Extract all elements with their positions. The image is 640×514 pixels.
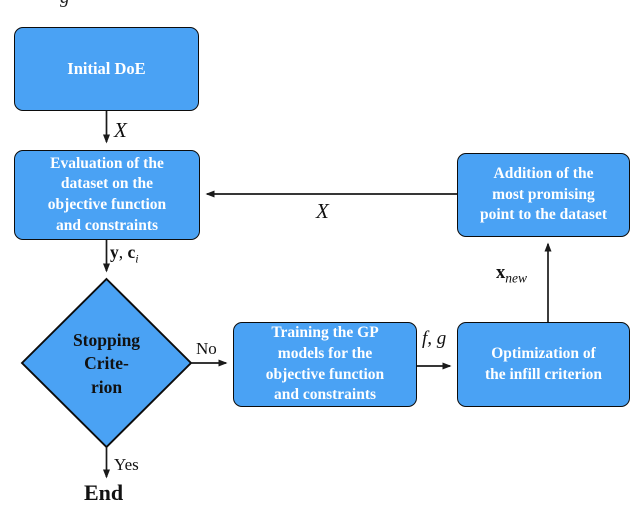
node-label-line: Stopping — [72, 330, 141, 351]
math-x: x — [496, 263, 506, 283]
node-label: Initial DoE — [67, 59, 146, 79]
node-stopping-criterion-label: Stopping Crite- rion — [46, 320, 167, 408]
node-label-line: objective function — [47, 196, 167, 213]
math-sub-i: i — [135, 251, 139, 266]
math-comma: , — [118, 242, 128, 262]
node-label-line: Optimization of — [491, 344, 596, 362]
node-end-label: End — [84, 480, 124, 505]
node-training-gp: Training the GP models for the objective… — [233, 322, 417, 407]
edge-label-x-doe: X — [114, 118, 127, 142]
node-label-line: dataset on the — [60, 175, 154, 193]
edge-label-x-return: X — [316, 199, 329, 223]
node-evaluation: Evaluation of the dataset on the objecti… — [14, 150, 200, 240]
partial-caption-glyph: g — [60, 0, 70, 9]
edge-label-y-ci: y, ci — [110, 242, 139, 267]
node-initial-doe: Initial DoE — [14, 27, 199, 111]
edge-label-yes: Yes — [114, 455, 139, 474]
math-sub-new: new — [505, 270, 527, 286]
node-label-line: Evaluation of the — [50, 154, 164, 172]
math-y: y — [110, 242, 119, 262]
node-label-line: Crite- — [84, 353, 129, 374]
node-label-line: most promising — [492, 185, 595, 203]
node-label-line: models for the — [277, 344, 373, 362]
node-label-line: Addition of the — [493, 165, 594, 183]
node-label-line: and constraints — [55, 216, 159, 234]
node-label-line: the infill criterion — [484, 365, 603, 383]
node-label-line: point to the dataset — [479, 206, 607, 224]
node-addition-point: Addition of the most promising point to … — [457, 153, 630, 237]
node-label-line: rion — [90, 376, 123, 397]
math-c: c — [127, 242, 136, 262]
node-label-line: objective function — [265, 365, 385, 383]
node-optimization-infill: Optimization of the infill criterion — [457, 322, 630, 407]
edge-label-x-new: xnew — [496, 263, 527, 287]
node-label-line: Training the GP — [271, 324, 379, 342]
edge-label-f-g: f, g — [422, 328, 447, 349]
edge-label-no: No — [196, 339, 217, 358]
node-label-line: and constraints — [273, 386, 377, 404]
